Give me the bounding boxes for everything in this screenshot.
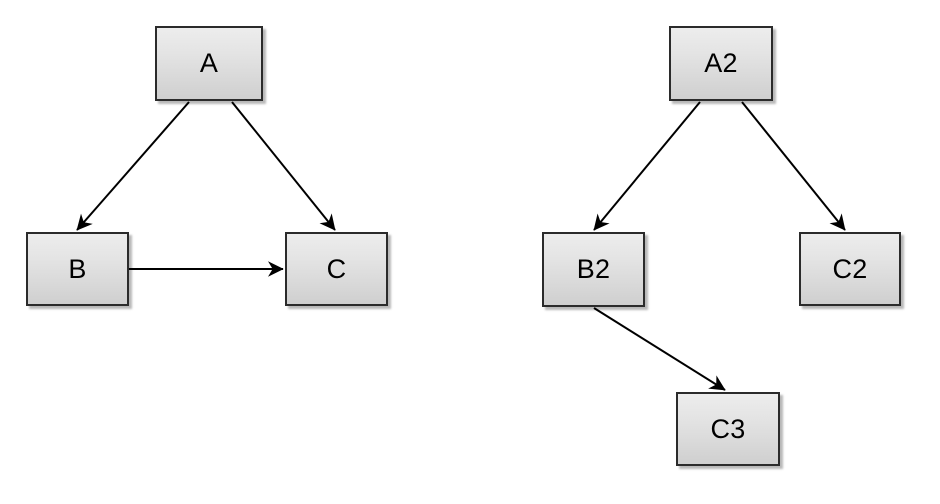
node-b[interactable]: B bbox=[26, 232, 129, 306]
node-a2[interactable]: A2 bbox=[669, 26, 773, 101]
edge-a-to-c bbox=[231, 101, 336, 231]
node-label: B bbox=[68, 253, 87, 284]
node-label: A2 bbox=[704, 48, 738, 78]
edge-b2-to-c3 bbox=[593, 307, 726, 391]
edge-a-to-b bbox=[76, 101, 190, 231]
node-label: A bbox=[199, 48, 219, 78]
edge-a2-to-c2 bbox=[741, 101, 846, 231]
node-label: C bbox=[326, 253, 347, 284]
edges-group bbox=[76, 101, 846, 391]
node-c[interactable]: C bbox=[285, 232, 388, 306]
node-label: C2 bbox=[832, 253, 868, 284]
node-a[interactable]: A bbox=[155, 26, 263, 101]
node-c2[interactable]: C2 bbox=[799, 232, 901, 306]
node-label: B2 bbox=[576, 254, 611, 284]
node-label: C3 bbox=[710, 413, 746, 444]
node-b2[interactable]: B2 bbox=[542, 232, 645, 307]
node-c3[interactable]: C3 bbox=[676, 392, 780, 466]
edge-a2-to-b2 bbox=[593, 101, 701, 231]
